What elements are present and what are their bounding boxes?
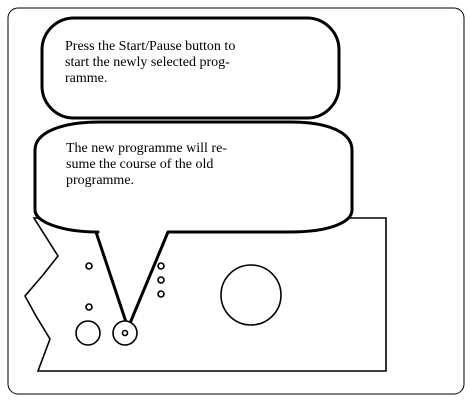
option-button-icon[interactable]	[75, 320, 101, 346]
indicator-lamp-icon	[85, 262, 93, 270]
callout-text-start-pause: Press the Start/Pause button to start th…	[65, 39, 236, 86]
callout-bubble-1	[40, 16, 341, 120]
indicator-lamp-icon	[157, 276, 165, 284]
indicator-lamp-icon	[157, 290, 165, 298]
start-pause-button-center	[121, 329, 129, 337]
control-panel-outline	[24, 217, 387, 372]
callout-bubble-2	[33, 120, 354, 330]
programme-selector-dial-icon[interactable]	[220, 264, 282, 326]
indicator-lamp-icon	[157, 262, 165, 270]
frame-border	[7, 7, 465, 395]
indicator-lamp-icon	[85, 303, 93, 311]
callout-text-resume: The new programme will re- sume the cour…	[66, 141, 227, 188]
